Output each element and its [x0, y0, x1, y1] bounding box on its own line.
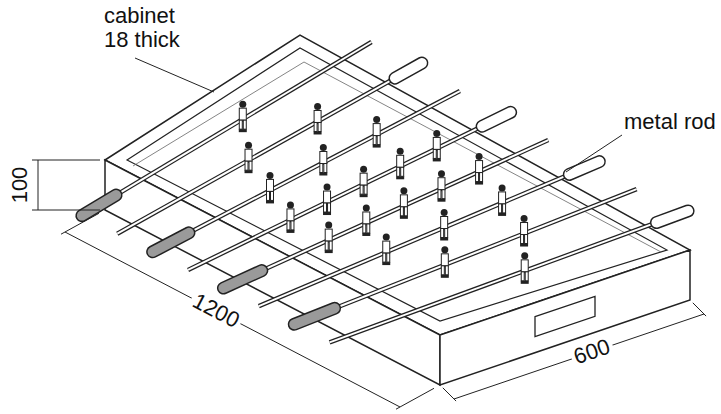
dimension-line [693, 303, 706, 316]
dimension-line [396, 388, 434, 409]
handle [153, 233, 189, 252]
handle-outline [395, 63, 422, 78]
part-label: cabinet 18 thick [104, 4, 200, 52]
dimension-text: 1200 [186, 287, 246, 334]
player-figure [314, 103, 322, 134]
player-figure [433, 130, 441, 162]
goal-opening [535, 296, 595, 336]
player-figure [266, 172, 274, 204]
metal-rod [330, 214, 681, 343]
player-figure [440, 209, 448, 241]
player-figure [362, 204, 370, 236]
metal-rod [82, 42, 372, 216]
handle-outline [294, 308, 334, 324]
player-figure [441, 246, 449, 278]
player-figure [245, 142, 253, 174]
player-figure [325, 222, 333, 254]
player-figure [498, 184, 506, 216]
player-figure [520, 215, 528, 247]
player-figure [400, 187, 408, 219]
player-figure [373, 116, 381, 148]
handle [569, 162, 599, 175]
metal-rod [117, 67, 415, 234]
metal-rod [223, 140, 548, 288]
handle-outline [82, 195, 116, 215]
metal-rod [259, 165, 593, 307]
metal-rod-shine [188, 116, 504, 270]
field-floor-line [133, 62, 661, 252]
metal-rod-shine [82, 42, 372, 216]
player-figure [360, 166, 368, 198]
metal-rod [188, 116, 504, 270]
dimension-line [32, 210, 100, 211]
player-figure [239, 101, 247, 132]
player-figure [286, 201, 294, 233]
handle [294, 308, 334, 324]
player-figure [323, 184, 331, 216]
player-figure [396, 148, 404, 180]
leader-line [135, 58, 214, 92]
handle-outline [656, 211, 688, 223]
handle-outline [569, 162, 599, 175]
metal-rod-shine [153, 91, 460, 252]
player-figure [382, 234, 390, 265]
handle [656, 211, 688, 223]
dimension-line [38, 160, 39, 210]
metal-rod-shine [223, 140, 548, 288]
dimension-text: 100 [8, 164, 32, 207]
metal-rod [294, 189, 636, 324]
handle-outline [223, 271, 261, 288]
dimension-line [32, 160, 100, 161]
handle [482, 112, 511, 126]
player-figure [319, 144, 327, 176]
part-label: metal rod [624, 110, 716, 134]
dimension-lines [32, 160, 706, 409]
metal-rod-shine [259, 165, 593, 307]
leader-line [566, 135, 622, 172]
rods [82, 42, 688, 342]
handle [395, 63, 422, 78]
player-figure [475, 153, 483, 185]
player-figure [521, 252, 529, 284]
handle [223, 271, 261, 288]
handle [82, 195, 116, 215]
dimension-line [454, 314, 704, 399]
handle-outline [153, 233, 189, 252]
metal-rod-shine [294, 189, 636, 324]
player-figure [437, 170, 445, 202]
metal-rod-shine [117, 67, 415, 234]
metal-rod [153, 91, 460, 252]
dimension-line [61, 213, 99, 234]
metal-rod-shine [330, 214, 681, 343]
handle-outline [482, 112, 511, 126]
dimension-line [65, 232, 400, 407]
